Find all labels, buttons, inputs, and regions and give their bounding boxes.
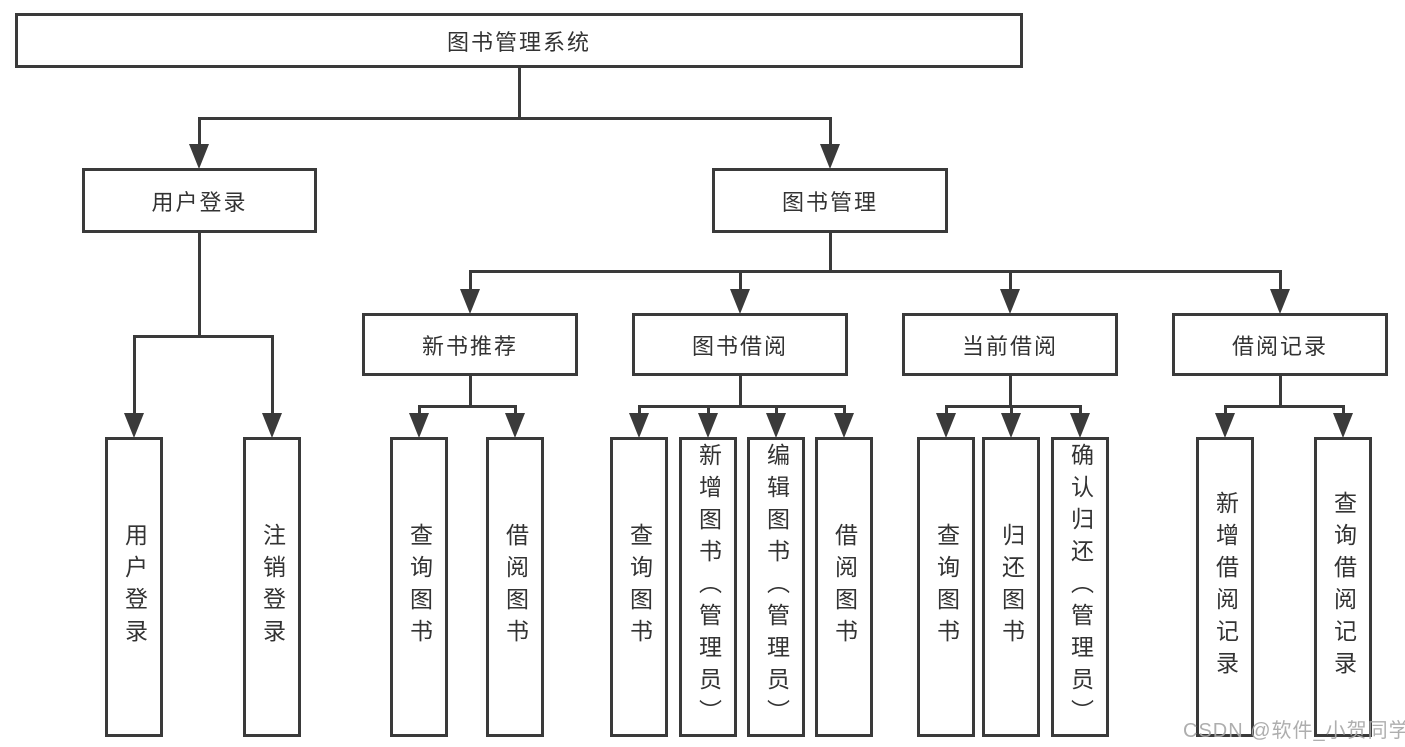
arrowhead-down-icon — [766, 413, 786, 438]
node-logout: 注销登录 — [243, 437, 301, 737]
connector-line — [828, 231, 832, 273]
arrowhead-down-icon — [460, 289, 480, 314]
node-new-book-rec: 新书推荐 — [362, 313, 578, 376]
connector-line — [1278, 374, 1282, 408]
node-label: 图书借阅 — [691, 333, 788, 359]
node-label: 图书管理 — [781, 189, 878, 215]
node-label: 编辑图书（管理员） — [763, 443, 790, 731]
connector-line — [944, 404, 1082, 408]
connector-line — [197, 116, 201, 161]
node-label: 图书管理系统 — [446, 29, 591, 55]
connector-line — [468, 269, 472, 306]
node-book-mgmt: 图书管理 — [712, 168, 948, 233]
node-br-add: 新增借阅记录 — [1196, 437, 1254, 737]
node-br-query: 查询借阅记录 — [1314, 437, 1372, 737]
connector-line — [132, 334, 136, 430]
arrowhead-down-icon — [409, 413, 429, 438]
node-label: 用户登录 — [121, 523, 148, 651]
node-cb-return: 归还图书 — [982, 437, 1040, 737]
node-label: 查询图书 — [406, 523, 433, 651]
node-system: 图书管理系统 — [15, 13, 1023, 68]
node-cb-query: 查询图书 — [917, 437, 975, 737]
node-label: 注销登录 — [259, 523, 286, 651]
connector-line — [1223, 404, 1345, 408]
node-bb-query: 查询图书 — [610, 437, 668, 737]
node-current-borrow: 当前借阅 — [902, 313, 1118, 376]
arrowhead-down-icon — [1215, 413, 1235, 438]
arrowhead-down-icon — [262, 413, 282, 438]
node-label: 确认归还（管理员） — [1067, 443, 1094, 731]
arrowhead-down-icon — [730, 289, 750, 314]
node-label: 借阅记录 — [1231, 333, 1328, 359]
node-book-borrow: 图书借阅 — [632, 313, 848, 376]
arrowhead-down-icon — [1001, 413, 1021, 438]
connector-line — [828, 116, 832, 161]
arrowhead-down-icon — [124, 413, 144, 438]
node-label: 查询图书 — [933, 523, 960, 651]
node-nb-query: 查询图书 — [390, 437, 448, 737]
node-label: 借阅图书 — [502, 523, 529, 651]
arrowhead-down-icon — [189, 144, 209, 169]
arrowhead-down-icon — [1070, 413, 1090, 438]
connector-line — [1008, 269, 1012, 306]
connector-line — [132, 334, 274, 338]
node-label: 新增图书（管理员） — [695, 443, 722, 731]
node-bb-borrow: 借阅图书 — [815, 437, 873, 737]
arrowhead-down-icon — [698, 413, 718, 438]
connector-line — [738, 374, 742, 408]
node-login: 用户登录 — [105, 437, 163, 737]
node-label: 当前借阅 — [961, 333, 1058, 359]
node-label: 新书推荐 — [421, 333, 518, 359]
node-cb-confirm: 确认归还（管理员） — [1051, 437, 1109, 737]
node-label: 借阅图书 — [831, 523, 858, 651]
connector-line — [468, 269, 1282, 273]
node-label: 查询借阅记录 — [1330, 491, 1357, 683]
connector-line — [270, 334, 274, 430]
arrowhead-down-icon — [629, 413, 649, 438]
node-label: 用户登录 — [151, 189, 248, 215]
node-label: 新增借阅记录 — [1212, 491, 1239, 683]
watermark: CSDN @软件_小贺同学 — [1183, 720, 1405, 742]
node-user-login: 用户登录 — [82, 168, 317, 233]
node-bb-edit: 编辑图书（管理员） — [747, 437, 805, 737]
arrowhead-down-icon — [1270, 289, 1290, 314]
node-label: 归还图书 — [998, 523, 1025, 651]
connector-line — [637, 404, 846, 408]
connector-line — [197, 231, 201, 338]
arrowhead-down-icon — [1000, 289, 1020, 314]
connector-line — [1008, 374, 1012, 408]
node-bb-add: 新增图书（管理员） — [679, 437, 737, 737]
arrowhead-down-icon — [936, 413, 956, 438]
arrowhead-down-icon — [820, 144, 840, 169]
arrowhead-down-icon — [834, 413, 854, 438]
connector-line — [517, 66, 521, 120]
connector-line — [738, 269, 742, 306]
node-label: 查询图书 — [626, 523, 653, 651]
connector-line — [1278, 269, 1282, 306]
connector-line — [197, 116, 832, 120]
arrowhead-down-icon — [1333, 413, 1353, 438]
node-borrow-records: 借阅记录 — [1172, 313, 1388, 376]
connector-line — [417, 404, 517, 408]
arrowhead-down-icon — [505, 413, 525, 438]
connector-line — [468, 374, 472, 408]
node-nb-borrow: 借阅图书 — [486, 437, 544, 737]
